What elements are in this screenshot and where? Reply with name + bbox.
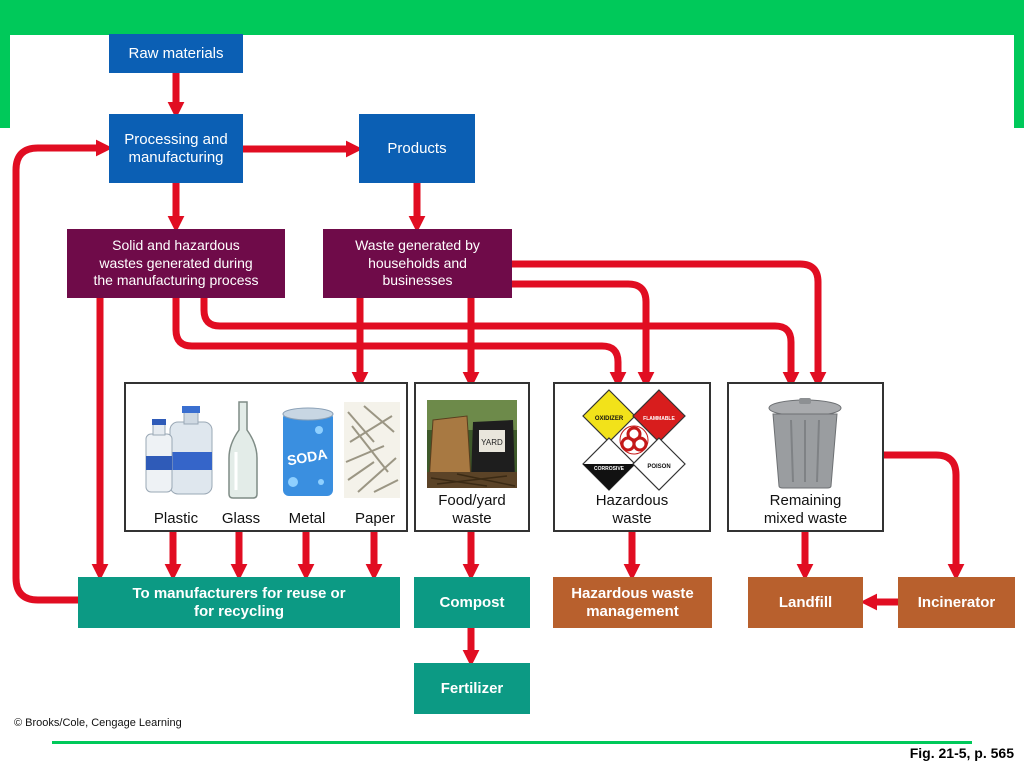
reuse-box: To manufacturers for reuse or for recycl… <box>78 577 400 628</box>
arrow-recycling-loop-to-processing <box>12 139 113 604</box>
footer-divider <box>52 741 972 744</box>
household-waste-box: Waste generated by households and busine… <box>323 229 512 298</box>
figure-reference: Fig. 21-5, p. 565 <box>909 745 1014 761</box>
compost-box: Compost <box>414 577 530 628</box>
soda-can-image: SODA <box>282 407 334 496</box>
poison-sign-text: POISON <box>647 464 670 470</box>
glass-label: Glass <box>221 510 261 527</box>
metal-label: Metal <box>288 510 326 527</box>
mixed-waste-label: Remaining mixed waste <box>763 492 848 528</box>
yard-waste-bags-image: YARD <box>427 400 517 488</box>
hazard-symbols-image: OXIDIZER FLAMMABLE CORROSIVE POISON <box>582 389 686 491</box>
food-yard-label: Food/yard waste <box>438 492 506 528</box>
copyright-credit: © Brooks/Cole, Cengage Learning <box>14 717 182 729</box>
plastic-label: Plastic <box>153 510 199 527</box>
fertilizer-box: Fertilizer <box>414 663 530 714</box>
raw-materials-box: Raw materials <box>109 34 243 73</box>
arrow-mfg-waste-to-hazardous <box>172 298 627 389</box>
oxidizer-sign-text: OXIDIZER <box>595 416 624 422</box>
header-band-right-edge <box>1014 35 1024 128</box>
svg-text:SODA: SODA <box>286 446 329 469</box>
corrosive-sign-text: CORROSIVE <box>594 466 625 472</box>
arrow-household-to-hazardous <box>512 280 655 389</box>
incinerator-box: Incinerator <box>898 577 1015 628</box>
landfill-box: Landfill <box>748 577 863 628</box>
hazardous-label: Hazardous waste <box>595 492 669 528</box>
arrow-mixed-to-incinerator <box>883 451 965 581</box>
glass-bottle-image <box>228 401 258 499</box>
paper-label: Paper <box>354 510 396 527</box>
processing-box: Processing and manufacturing <box>109 114 243 183</box>
mixed-waste-panel: Remaining mixed waste <box>727 382 884 532</box>
plastic-bottles-image <box>145 406 213 495</box>
hazardous-panel: OXIDIZER FLAMMABLE CORROSIVE POISON Haza… <box>553 382 711 532</box>
products-box: Products <box>359 114 475 183</box>
flammable-sign-text: FLAMMABLE <box>643 416 675 422</box>
food-yard-panel: YARD Food/yard waste <box>414 382 530 532</box>
header-band-left-edge <box>0 35 10 128</box>
svg-text:YARD: YARD <box>481 438 503 447</box>
header-band <box>0 0 1024 35</box>
arrow-household-to-mixed <box>512 260 827 389</box>
arrow-mfg-waste-to-mixed <box>200 298 800 389</box>
trash-can-image <box>768 398 842 489</box>
shredded-paper-image <box>344 402 400 498</box>
manufacturing-waste-box: Solid and hazardous wastes generated dur… <box>67 229 285 298</box>
hazardous-management-box: Hazardous waste management <box>553 577 712 628</box>
recyclables-panel: SODA Plastic Glass Metal Paper <box>124 382 408 532</box>
